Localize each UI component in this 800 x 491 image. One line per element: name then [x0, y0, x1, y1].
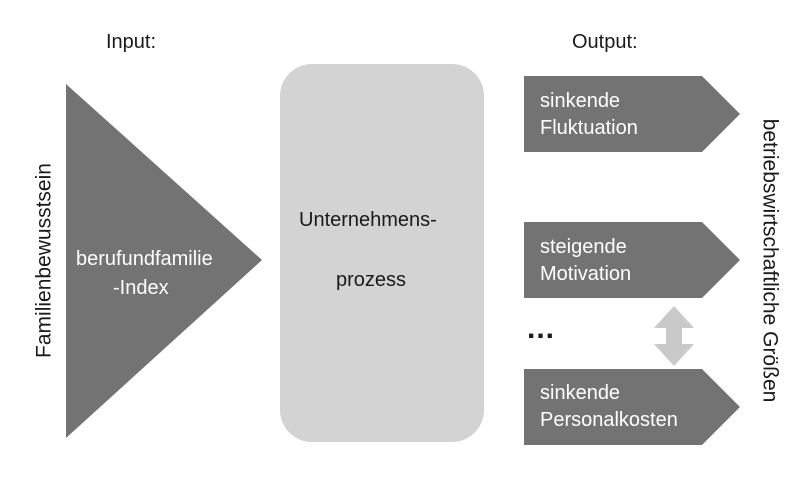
output-2-line1: steigende: [540, 236, 627, 258]
output-arrow-1: [524, 76, 740, 152]
process-line1: Unternehmens-: [299, 209, 437, 231]
input-shape-line1: berufundfamilie: [76, 248, 213, 270]
output-3-line1: sinkende: [540, 382, 621, 404]
output-3-line2: Personalkosten: [540, 409, 678, 431]
output-arrow-3: [524, 369, 740, 445]
output-heading: Output:: [572, 31, 638, 53]
process-line2: prozess: [336, 269, 407, 291]
output-1-line1: sinkende: [540, 90, 621, 112]
input-heading: Input:: [106, 31, 157, 53]
output-arrow-2: [524, 222, 740, 298]
right-vertical-label: betriebswirtschaftliche Größen: [758, 118, 782, 403]
double-arrow-icon: [654, 306, 694, 366]
process-box: [280, 64, 484, 442]
input-shape-line2: -Index: [113, 277, 169, 299]
output-1-line2: Fluktuation: [540, 117, 638, 139]
ellipsis: ...: [527, 312, 556, 345]
output-2-line2: Motivation: [540, 263, 632, 285]
left-vertical-label: Familienbewusstsein: [32, 163, 56, 358]
input-triangle: [66, 84, 262, 438]
